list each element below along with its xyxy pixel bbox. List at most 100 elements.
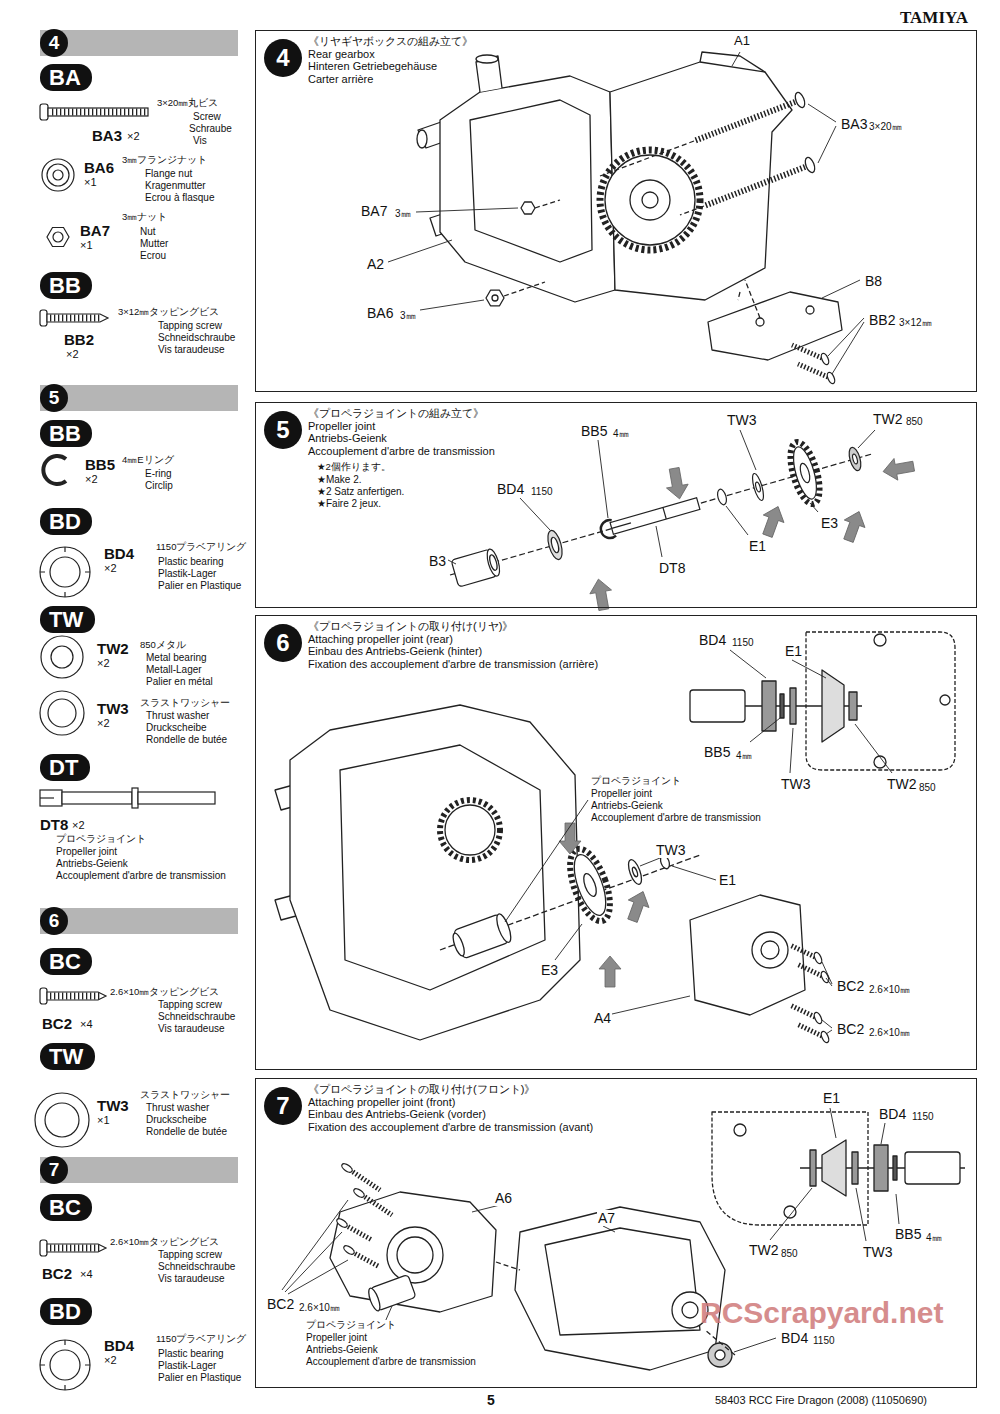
part-description: Tapping screw xyxy=(158,1249,222,1261)
note: ★2 Satz anfertigen. xyxy=(316,486,405,498)
size-spec: 4㎜ xyxy=(735,750,753,762)
part-description: Palier en Plastique xyxy=(158,1372,241,1384)
part-description: Ecrou xyxy=(140,250,166,262)
step-title-text: Accouplement d'arbre de transmission xyxy=(308,445,495,458)
part-description: プロペラジョイント xyxy=(590,776,682,787)
quantity: ×1 xyxy=(97,1114,110,1127)
parts-bag: DT xyxy=(40,754,90,781)
quantity: ×1 xyxy=(80,239,93,252)
callout-label: TW3 xyxy=(726,412,758,428)
step-title-text: Einbau des Antriebs-Geienk (hinter) xyxy=(308,645,598,658)
part-code: BB2 xyxy=(64,331,94,348)
parts-bag: BD xyxy=(40,508,92,535)
part-description: プロペラジョイント xyxy=(56,834,146,845)
part-description: Tapping screw xyxy=(158,320,222,332)
parts-bag: TW xyxy=(40,1043,95,1070)
step-number: 5 xyxy=(264,411,302,449)
size-spec: 4㎜ xyxy=(612,428,630,440)
step-title: 《リヤギヤボックスの組み立て》Rear gearboxHinteren Getr… xyxy=(308,35,473,85)
callout-label: BA6 xyxy=(366,305,394,321)
part-description: Circlip xyxy=(145,480,173,492)
step-number-text: 7 xyxy=(264,1087,302,1125)
part-description: Druckscheibe xyxy=(146,722,207,734)
part-description: Mutter xyxy=(140,238,168,250)
step-title-text: Carter arrière xyxy=(308,73,473,86)
bag-code: DT xyxy=(40,754,87,781)
quantity: ×4 xyxy=(80,1268,93,1281)
part-code: BA7 xyxy=(80,222,110,239)
quantity: ×1 xyxy=(84,176,97,189)
part-description: Accouplement d'arbre de transmission xyxy=(590,812,762,824)
bag-code: BD xyxy=(40,1298,90,1325)
part-code: BB5 xyxy=(85,456,115,473)
note: ★Make 2. xyxy=(316,474,363,486)
size-spec: 850 xyxy=(918,782,937,794)
part-description: 4㎜Eリング xyxy=(122,455,174,466)
part-description: Vis xyxy=(193,135,207,147)
part-description: Druckscheibe xyxy=(146,1114,207,1126)
part-description: スラストワッシャー xyxy=(140,1090,230,1101)
note: ★2個作ります。 xyxy=(316,462,392,473)
front-attach-drawing xyxy=(282,1108,965,1370)
part-description: Schneidschraube xyxy=(158,332,235,344)
part-description: Tapping screw xyxy=(158,999,222,1011)
note: ★Faire 2 jeux. xyxy=(316,498,382,510)
part-description: Thrust washer xyxy=(146,710,209,722)
part-code: TW2 xyxy=(97,640,129,657)
size-spec: 3×20㎜ xyxy=(868,121,903,133)
callout-label: A6 xyxy=(494,1190,513,1206)
callout-label: BB2 xyxy=(868,312,896,328)
parts-bag: BA xyxy=(40,64,92,91)
bag-code: TW xyxy=(40,606,92,633)
callout-label: TW2 xyxy=(748,1242,780,1258)
callout-label: E1 xyxy=(718,872,737,888)
propeller-joint-drawing xyxy=(448,430,916,612)
quantity: ×2 xyxy=(97,717,110,730)
bag-code: BA xyxy=(40,64,90,91)
size-spec: 1150 xyxy=(731,637,755,649)
part-description: 2.6×10㎜タッピングビス xyxy=(110,987,219,998)
step-title-text: 《リヤギヤボックスの組み立て》 xyxy=(308,35,473,48)
size-spec: 1150 xyxy=(530,486,554,498)
part-description: Thrust washer xyxy=(146,1102,209,1114)
quantity: ×2 xyxy=(104,1354,117,1367)
callout-label: BB5 xyxy=(580,423,608,439)
callout-label: B3 xyxy=(428,553,447,569)
part-description: Accouplement d'arbre de transmission xyxy=(56,870,226,882)
step-number-text: 7 xyxy=(40,1156,68,1184)
callout-label: TW3 xyxy=(780,776,812,792)
step-number: 4 xyxy=(264,39,302,77)
parts-icons xyxy=(35,104,215,1390)
parts-bag: BB xyxy=(40,272,92,299)
step-title-text: Antriebs-Geienk xyxy=(308,432,495,445)
callout-label: E3 xyxy=(540,962,559,978)
step-number: 7 xyxy=(264,1087,302,1125)
rear-gearbox-drawing xyxy=(388,52,864,385)
size-spec: 3㎜ xyxy=(394,208,412,220)
callout-label: A7 xyxy=(597,1210,616,1226)
step-number-text: 5 xyxy=(40,384,68,412)
part-description: Plastic bearing xyxy=(158,1348,224,1360)
step-title-text: Einbau des Antriebs-Geienk (vorder) xyxy=(308,1108,593,1121)
part-description: Rondelle de butée xyxy=(146,1126,227,1138)
part-description: Propeller joint xyxy=(590,788,653,800)
callout-label: E3 xyxy=(820,515,839,531)
step-title-text: Propeller joint xyxy=(308,420,495,433)
bag-code: BD xyxy=(40,508,90,535)
step-header: 5 xyxy=(40,385,238,411)
part-description: Palier en métal xyxy=(146,676,213,688)
part-code: BD4 xyxy=(104,545,134,562)
callout-label: A1 xyxy=(733,34,751,49)
callout-label: BC2 xyxy=(836,1021,865,1037)
step-header: 4 xyxy=(40,30,238,56)
part-description: Rondelle de butée xyxy=(146,734,227,746)
size-spec: 2.6×10㎜ xyxy=(298,1302,341,1314)
part-description: Schneidschraube xyxy=(158,1011,235,1023)
part-description: Schraube xyxy=(189,123,232,135)
step-title: 《プロペラジョイントの組み立て》Propeller jointAntriebs-… xyxy=(308,407,495,457)
part-description: Vis taraudeuse xyxy=(158,1273,225,1285)
part-description: 1150プラベアリング xyxy=(156,1334,246,1345)
part-description: Flange nut xyxy=(145,168,192,180)
callout-label: BD4 xyxy=(496,481,525,497)
part-description: 3㎜フランジナット xyxy=(122,155,207,166)
